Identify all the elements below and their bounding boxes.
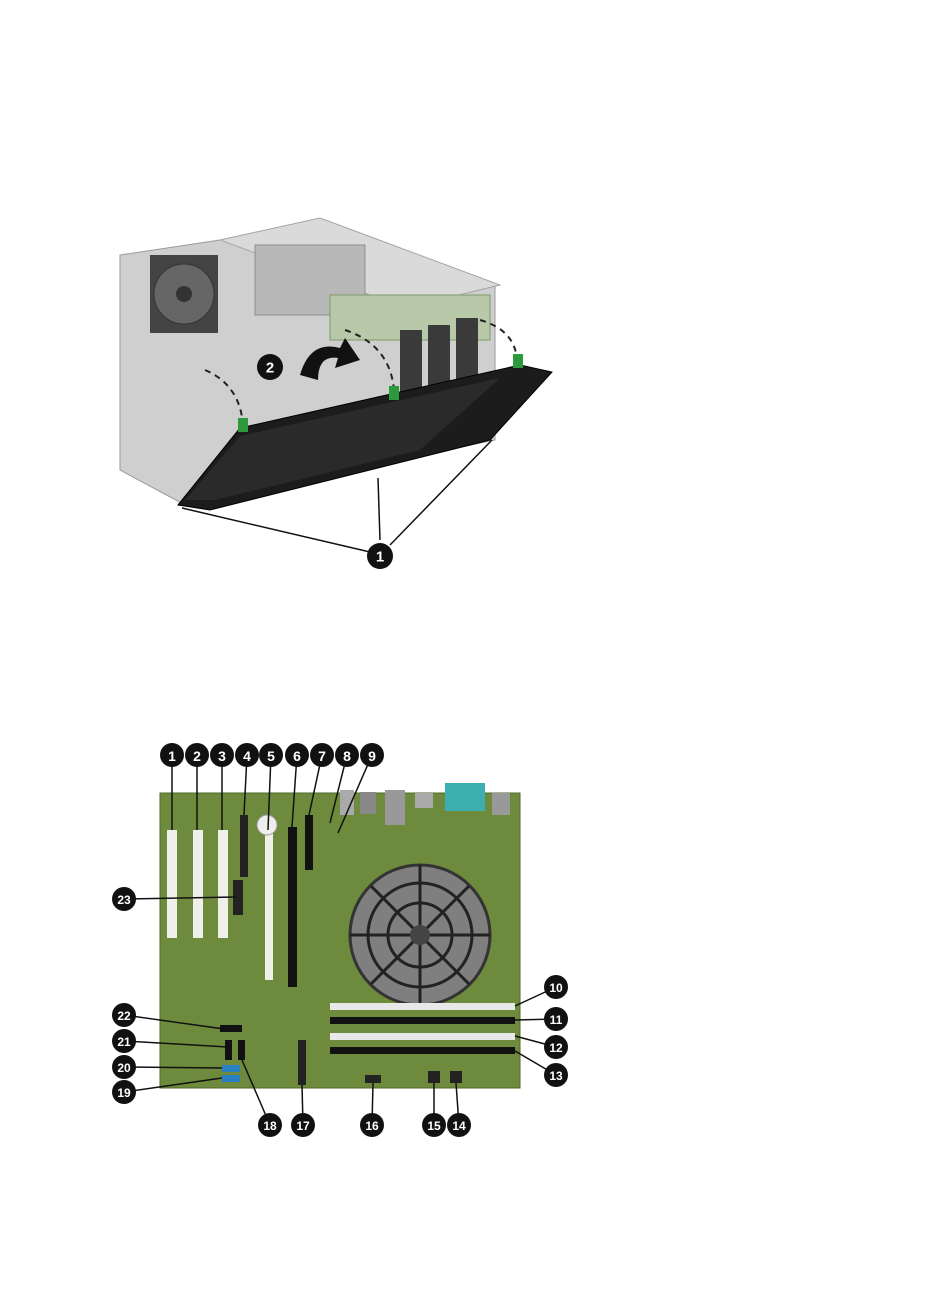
bezel-latch-middle xyxy=(389,386,399,400)
callout-9: 9 xyxy=(360,743,384,767)
callout-1: 1 xyxy=(367,543,393,569)
sata-21 xyxy=(225,1040,232,1060)
callout-11: 11 xyxy=(544,1007,568,1031)
callout-label: 8 xyxy=(343,748,351,764)
callout-23: 23 xyxy=(112,887,136,911)
battery xyxy=(257,815,277,835)
callout-label: 11 xyxy=(550,1013,563,1027)
dimm-slot-11 xyxy=(330,1017,515,1024)
rear-io-serial xyxy=(445,783,485,811)
callout-5: 5 xyxy=(259,743,283,767)
callout-2: 2 xyxy=(185,743,209,767)
callout-18: 18 xyxy=(258,1113,282,1137)
callout-label: 13 xyxy=(549,1069,563,1083)
pcie-x16-slot-2 xyxy=(288,827,297,987)
callout-1: 1 xyxy=(160,743,184,767)
callout-3: 3 xyxy=(210,743,234,767)
bezel-illustration: 1 2 xyxy=(0,200,950,580)
dimm-slot-12 xyxy=(330,1033,515,1040)
dimm-slot-10 xyxy=(330,1003,515,1010)
callout-7: 7 xyxy=(310,743,334,767)
callout-label: 2 xyxy=(193,748,201,764)
leader-line xyxy=(124,1067,222,1068)
callout-label: 12 xyxy=(549,1041,563,1055)
callout-label: 7 xyxy=(318,748,326,764)
callout-label: 2 xyxy=(266,360,274,377)
callout-label: 6 xyxy=(293,748,301,764)
callout-4: 4 xyxy=(235,743,259,767)
callout-8: 8 xyxy=(335,743,359,767)
callout-label: 23 xyxy=(117,893,131,907)
sata-20 xyxy=(222,1065,240,1072)
callout-21: 21 xyxy=(112,1029,136,1053)
callout-13: 13 xyxy=(544,1063,568,1087)
callout-label: 3 xyxy=(218,748,226,764)
callout-label: 4 xyxy=(243,748,251,764)
header-14 xyxy=(450,1071,462,1083)
rear-io-network xyxy=(415,793,433,808)
callout-17: 17 xyxy=(291,1113,315,1137)
callout-16: 16 xyxy=(360,1113,384,1137)
pci-slot-3 xyxy=(218,830,228,938)
callout-label: 1 xyxy=(168,748,176,764)
bezel-latch-left xyxy=(238,418,248,432)
pci-slot-1 xyxy=(167,830,177,938)
header-15 xyxy=(428,1071,440,1083)
sata-19 xyxy=(222,1075,240,1082)
callout-2: 2 xyxy=(257,354,283,380)
callout-label: 14 xyxy=(452,1119,466,1133)
callout-6: 6 xyxy=(285,743,309,767)
callout-label: 20 xyxy=(117,1061,131,1075)
callout-label: 21 xyxy=(117,1035,131,1049)
pci-slot-2 xyxy=(193,830,203,938)
header-17 xyxy=(298,1040,306,1085)
rear-io-audio xyxy=(385,790,405,825)
callout-22: 22 xyxy=(112,1003,136,1027)
callout-label: 1 xyxy=(376,549,384,566)
leader-line xyxy=(182,508,370,552)
callout-label: 9 xyxy=(368,748,376,764)
leader-line xyxy=(378,478,380,540)
header-16 xyxy=(365,1075,381,1083)
sata-18 xyxy=(238,1040,245,1060)
bezel-removal-figure: 1 2 xyxy=(0,200,950,580)
system-board-figure: 1234567891011121314151617181920212223 xyxy=(0,735,950,1145)
callout-label: 19 xyxy=(117,1086,131,1100)
header-4 xyxy=(240,815,248,877)
callout-label: 5 xyxy=(267,748,275,764)
callout-label: 17 xyxy=(296,1119,310,1133)
rear-io-usb-2 xyxy=(360,792,376,814)
pcie-x16-slot-1 xyxy=(265,830,273,980)
callout-12: 12 xyxy=(544,1035,568,1059)
callout-label: 22 xyxy=(117,1009,131,1023)
pcie-x1-slot xyxy=(305,815,313,870)
callout-10: 10 xyxy=(544,975,568,999)
callout-15: 15 xyxy=(422,1113,446,1137)
rear-io-vga xyxy=(492,793,510,815)
callout-label: 16 xyxy=(365,1119,379,1133)
dimm-slot-13 xyxy=(330,1047,515,1054)
callout-20: 20 xyxy=(112,1055,136,1079)
callout-label: 10 xyxy=(549,981,563,995)
callout-label: 18 xyxy=(263,1119,277,1133)
bezel-latch-right xyxy=(513,354,523,368)
callout-14: 14 xyxy=(447,1113,471,1137)
callout-label: 15 xyxy=(427,1119,441,1133)
callout-19: 19 xyxy=(112,1080,136,1104)
